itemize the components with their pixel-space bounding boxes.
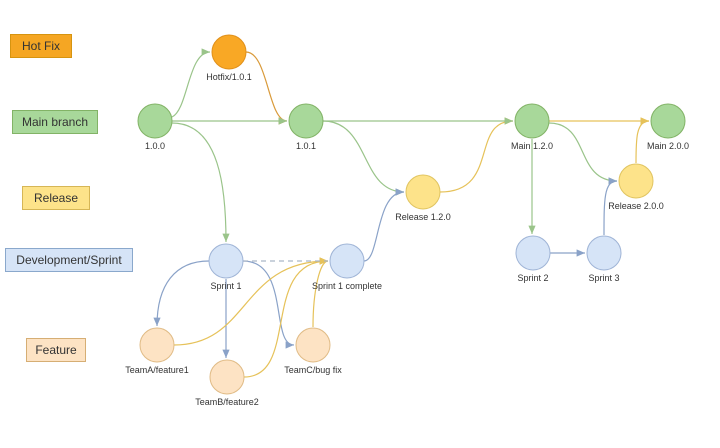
node-circle[interactable]	[295, 327, 331, 363]
edge	[243, 257, 329, 378]
node-nfeat1[interactable]: TeamA/feature1	[125, 327, 189, 375]
node-circle[interactable]	[209, 359, 245, 395]
node-nsprint3[interactable]: Sprint 3	[586, 235, 622, 283]
node-circle[interactable]	[329, 243, 365, 279]
node-label: Sprint 1 complete	[312, 281, 382, 291]
node-label: Sprint 3	[588, 273, 619, 283]
edge	[635, 117, 650, 164]
node-label: Sprint 2	[517, 273, 548, 283]
edge	[363, 188, 405, 262]
node-circle[interactable]	[211, 34, 247, 70]
legend-hotfix: Hot Fix	[10, 34, 72, 58]
edge	[439, 117, 514, 193]
node-nrel200[interactable]: Release 2.0.0	[608, 163, 664, 211]
edge	[312, 257, 329, 328]
edge	[242, 260, 295, 349]
node-label: TeamA/feature1	[125, 365, 189, 375]
node-circle[interactable]	[137, 103, 173, 139]
node-nmain120[interactable]: Main 1.2.0	[511, 103, 553, 151]
edge	[173, 257, 329, 346]
legend-main-label: Main branch	[21, 115, 89, 129]
node-circle[interactable]	[618, 163, 654, 199]
node-nbugfix[interactable]: TeamC/bug fix	[284, 327, 342, 375]
node-label: Release 2.0.0	[608, 201, 664, 211]
node-circle[interactable]	[650, 103, 686, 139]
edge	[322, 120, 405, 196]
node-circle[interactable]	[208, 243, 244, 279]
edge	[171, 122, 230, 243]
edge	[603, 177, 618, 236]
node-label: Sprint 1	[210, 281, 241, 291]
edges	[153, 48, 650, 378]
legend-feature-label: Feature	[35, 343, 77, 357]
node-circle[interactable]	[514, 103, 550, 139]
legend-release: Release	[22, 186, 90, 210]
node-n100[interactable]: 1.0.0	[137, 103, 173, 151]
node-label: TeamB/feature2	[195, 397, 259, 407]
node-nsprint2[interactable]: Sprint 2	[515, 235, 551, 283]
node-nmain200[interactable]: Main 2.0.0	[647, 103, 689, 151]
node-nsprint1c[interactable]: Sprint 1 complete	[312, 243, 382, 291]
legend-feature: Feature	[26, 338, 86, 362]
legend-development-sprint: Development/Sprint	[5, 248, 133, 272]
node-label: TeamC/bug fix	[284, 365, 342, 375]
edge	[171, 48, 211, 118]
edge	[153, 260, 210, 327]
legend-main-branch: Main branch	[12, 110, 98, 134]
node-label: Main 2.0.0	[647, 141, 689, 151]
legend-dev-label: Development/Sprint	[16, 253, 122, 267]
node-label: Release 1.2.0	[395, 212, 451, 222]
node-circle[interactable]	[405, 174, 441, 210]
node-nfeat2[interactable]: TeamB/feature2	[195, 359, 259, 407]
node-label: 1.0.0	[145, 141, 165, 151]
node-nrel120[interactable]: Release 1.2.0	[395, 174, 451, 222]
legend-release-label: Release	[33, 191, 79, 205]
node-circle[interactable]	[586, 235, 622, 271]
node-nsprint1[interactable]: Sprint 1	[208, 243, 244, 291]
edge	[548, 122, 618, 185]
node-circle[interactable]	[139, 327, 175, 363]
legend-hotfix-label: Hot Fix	[21, 39, 60, 53]
node-circle[interactable]	[515, 235, 551, 271]
node-label: Hotfix/1.0.1	[206, 72, 252, 82]
node-label: 1.0.1	[296, 141, 316, 151]
node-nhotfix[interactable]: Hotfix/1.0.1	[206, 34, 252, 82]
edge	[245, 51, 288, 125]
node-n101[interactable]: 1.0.1	[288, 103, 324, 151]
node-circle[interactable]	[288, 103, 324, 139]
node-label: Main 1.2.0	[511, 141, 553, 151]
